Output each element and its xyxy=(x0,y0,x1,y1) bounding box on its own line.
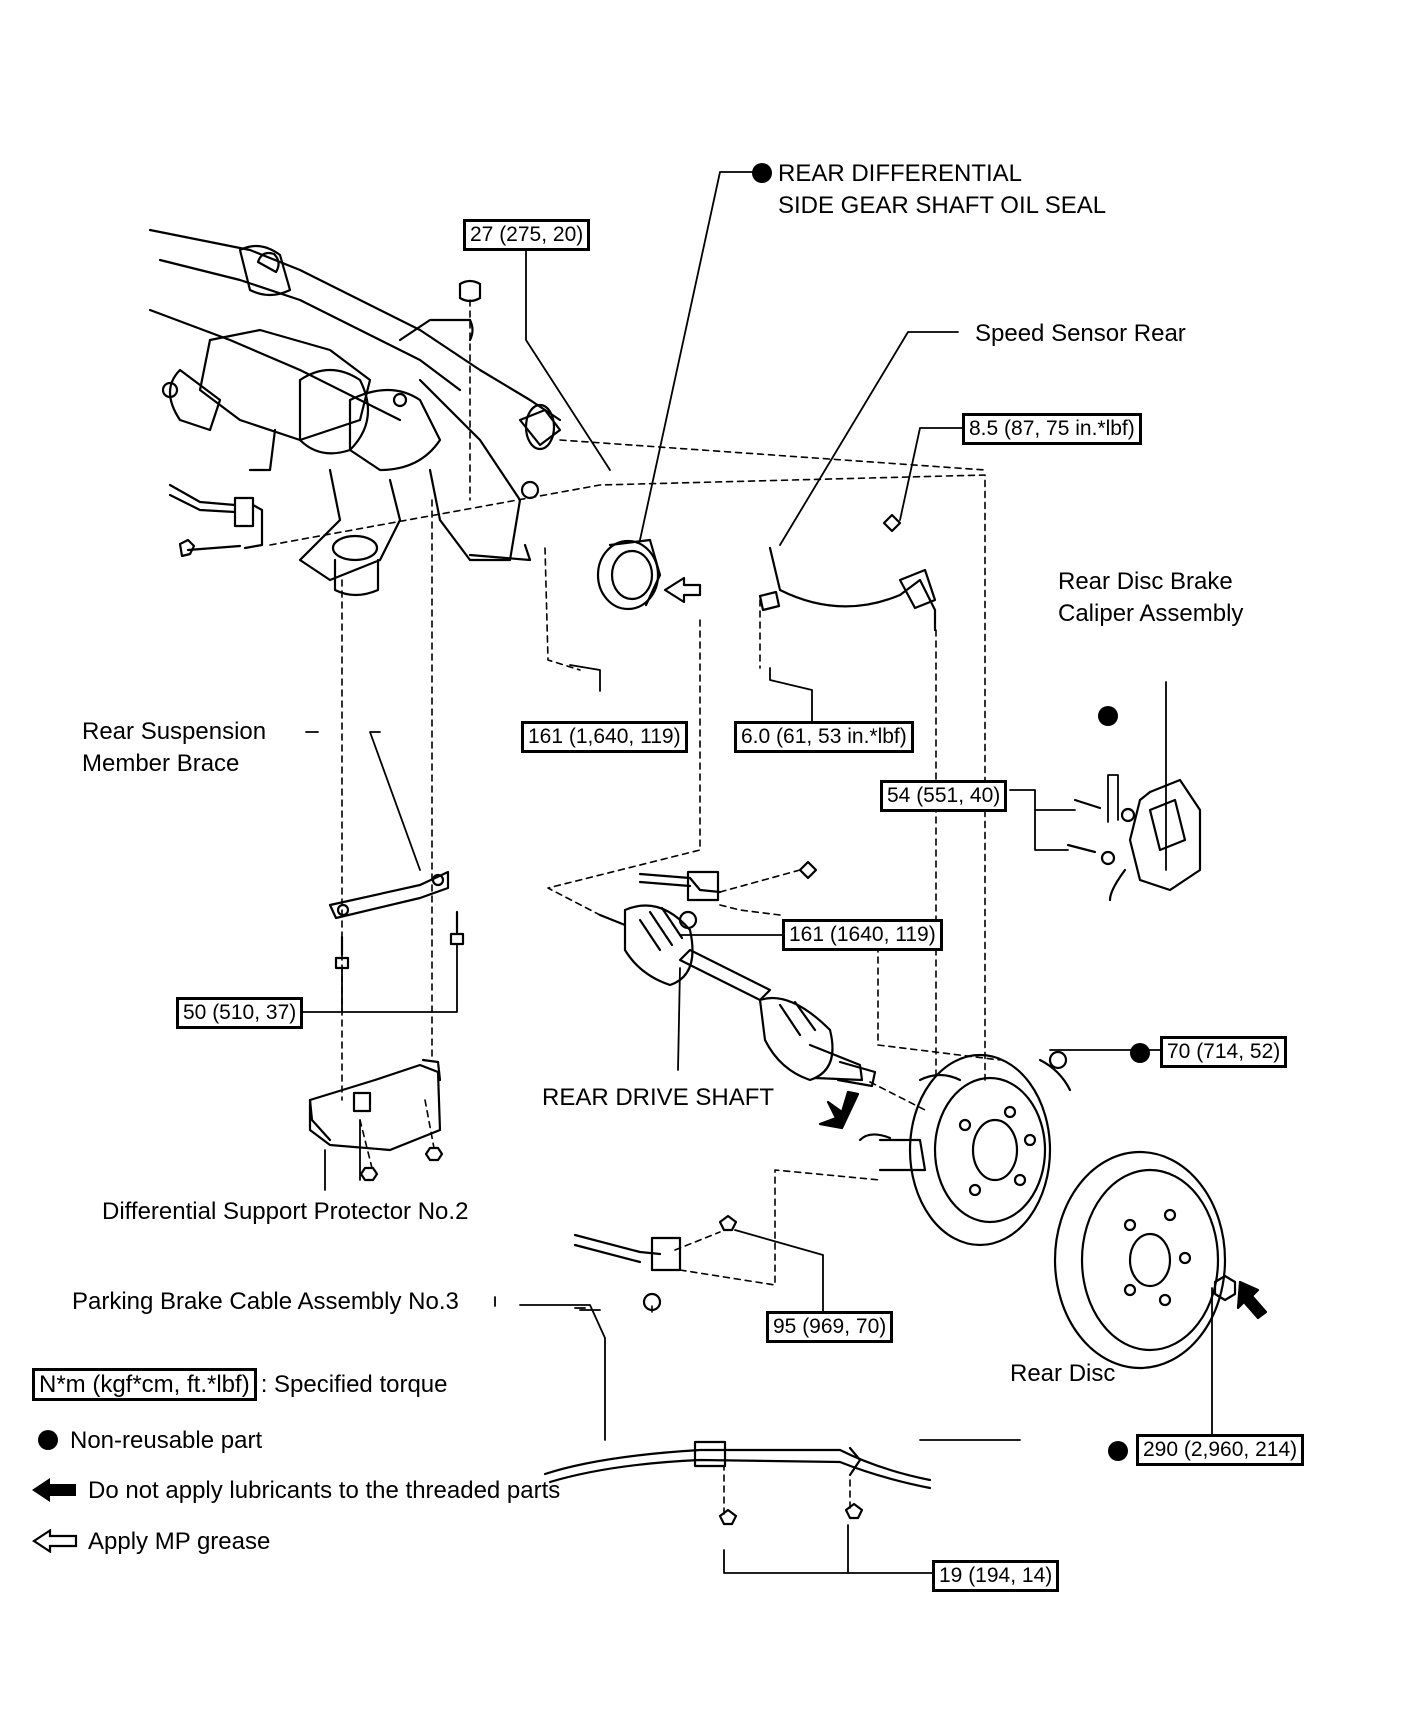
legend-no-lubricant-text: Do not apply lubricants to the threaded … xyxy=(88,1477,561,1504)
brace-label-line1: Rear Suspension xyxy=(82,718,267,745)
protector-illustration xyxy=(308,1058,444,1182)
legend-torque: N*m (kgf*cm, ft.*lbf): Specified torque xyxy=(32,1368,448,1402)
parking-cable-lower-illustration xyxy=(573,1214,738,1312)
rear-disc-label: Rear Disc xyxy=(1010,1360,1116,1387)
rear-disc-illustration xyxy=(1053,1150,1237,1370)
torque-50: 50 (510, 37) xyxy=(176,997,304,1029)
top-nut-illustration xyxy=(458,279,482,303)
oil-seal-illustration xyxy=(596,538,662,611)
torque-27: 27 (275, 20) xyxy=(463,219,591,251)
legend-non-reusable: Non-reusable part xyxy=(32,1424,262,1458)
leader-lines xyxy=(295,171,1213,1574)
mp-grease-arrow-icon xyxy=(663,576,702,604)
parking-cable-label: Parking Brake Cable Assembly No.3 xyxy=(72,1288,459,1315)
caliper-label-line1: Rear Disc Brake xyxy=(1058,568,1233,595)
protector-label: Differential Support Protector No.2 xyxy=(102,1198,469,1225)
torque-6-0: 6.0 (61, 53 in.*lbf) xyxy=(734,721,914,753)
torque-290: 290 (2,960, 214) xyxy=(1136,1434,1305,1466)
parking-cable-upper-illustration xyxy=(638,860,818,930)
speed-sensor-illustration xyxy=(758,513,937,632)
legend-mp-grease: Apply MP grease xyxy=(31,1525,271,1559)
oil-seal-label-line1: REAR DIFFERENTIAL xyxy=(778,160,1023,187)
legend-torque-desc: : Specified torque xyxy=(260,1371,448,1398)
legend-torque-unit: N*m (kgf*cm, ft.*lbf) xyxy=(32,1368,257,1401)
dashed-lines xyxy=(269,299,1001,1517)
oil-seal-label-line2: SIDE GEAR SHAFT OIL SEAL xyxy=(778,192,1107,219)
torque-95: 95 (969, 70) xyxy=(766,1311,894,1343)
non-reusable-dot-icon xyxy=(1108,1441,1128,1461)
drive-shaft-illustration xyxy=(598,904,877,1088)
brace-label-line2: Member Brace xyxy=(82,750,240,777)
torque-161-lower: 161 (1640, 119) xyxy=(782,919,943,951)
brake-caliper-illustration xyxy=(1066,778,1202,902)
hub-nut-arrow-icon xyxy=(1236,1280,1268,1320)
non-reusable-dot-icon xyxy=(1098,706,1118,726)
parking-cable-bottom-illustration xyxy=(543,1440,932,1526)
axle-hub-illustration xyxy=(858,1050,1072,1247)
drive-shaft-label: REAR DRIVE SHAFT xyxy=(542,1084,775,1111)
legend-non-reusable-text: Non-reusable part xyxy=(70,1427,263,1454)
torque-8-5: 8.5 (87, 75 in.*lbf) xyxy=(962,413,1142,445)
drive-shaft-arrow-icon xyxy=(818,1090,860,1130)
non-reusable-dot-icon xyxy=(752,163,772,183)
torque-19: 19 (194, 14) xyxy=(932,1560,1060,1592)
hollow-arrow-icon xyxy=(31,1528,78,1554)
member-brace-illustration xyxy=(328,870,465,970)
torque-54: 54 (551, 40) xyxy=(880,780,1008,812)
non-reusable-dot-icon xyxy=(38,1430,58,1450)
speed-sensor-label: Speed Sensor Rear xyxy=(975,320,1186,347)
caliper-label-line2: Caliper Assembly xyxy=(1058,600,1244,627)
solid-arrow-icon xyxy=(32,1478,76,1502)
torque-161-upper: 161 (1,640, 119) xyxy=(521,721,688,753)
legend-no-lubricant: Do not apply lubricants to the threaded … xyxy=(32,1474,560,1508)
suspension-member-illustration xyxy=(148,228,562,597)
torque-70: 70 (714, 52) xyxy=(1160,1036,1288,1068)
stabilizer-link-illustration xyxy=(168,483,264,558)
legend-mp-grease-text: Apply MP grease xyxy=(88,1528,271,1555)
oil-seal-label: REAR DIFFERENTIAL xyxy=(752,158,1022,190)
non-reusable-dot-icon xyxy=(1130,1043,1150,1063)
